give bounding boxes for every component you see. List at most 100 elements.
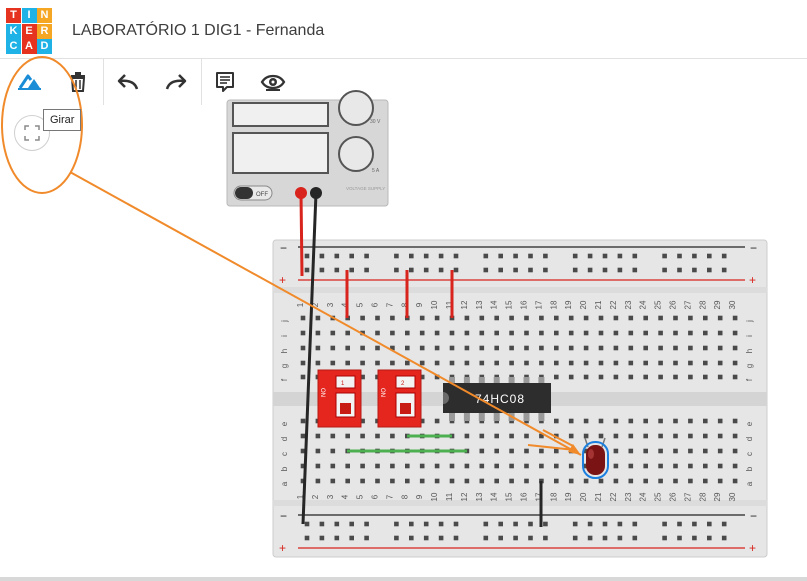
breadboard-hole[interactable] — [434, 478, 440, 484]
breadboard-hole[interactable] — [602, 267, 608, 273]
breadboard-hole[interactable] — [692, 267, 697, 273]
notes-button[interactable] — [205, 59, 245, 105]
breadboard-hole[interactable] — [304, 535, 310, 541]
breadboard-hole[interactable] — [688, 463, 693, 469]
breadboard-hole[interactable] — [554, 374, 559, 380]
breadboard-hole[interactable] — [304, 521, 310, 527]
breadboard-hole[interactable] — [494, 330, 499, 336]
breadboard-hole[interactable] — [643, 418, 648, 424]
breadboard-hole[interactable] — [587, 267, 593, 273]
breadboard-hole[interactable] — [390, 330, 395, 336]
current-knob[interactable] — [338, 136, 374, 172]
visibility-button[interactable] — [253, 59, 293, 105]
breadboard-hole[interactable] — [628, 478, 634, 484]
breadboard-hole[interactable] — [479, 463, 485, 469]
breadboard-hole[interactable] — [330, 448, 336, 454]
breadboard-hole[interactable] — [330, 433, 336, 439]
breadboard-hole[interactable] — [419, 478, 425, 484]
breadboard-hole[interactable] — [334, 253, 340, 259]
breadboard-hole[interactable] — [419, 315, 425, 321]
breadboard-hole[interactable] — [583, 315, 589, 321]
breadboard-hole[interactable] — [673, 418, 678, 424]
breadboard-hole[interactable] — [360, 478, 365, 484]
breadboard-hole[interactable] — [717, 315, 723, 321]
breadboard-hole[interactable] — [643, 433, 648, 439]
breadboard-hole[interactable] — [628, 418, 634, 424]
breadboard-hole[interactable] — [732, 374, 738, 380]
voltage-knob[interactable] — [338, 90, 374, 126]
breadboard-hole[interactable] — [375, 315, 380, 321]
breadboard-hole[interactable] — [539, 433, 544, 439]
breadboard-hole[interactable] — [494, 478, 499, 484]
breadboard-hole[interactable] — [300, 463, 306, 469]
breadboard-hole[interactable] — [304, 253, 310, 259]
breadboard-hole[interactable] — [628, 433, 634, 439]
breadboard-hole[interactable] — [703, 478, 708, 484]
breadboard-hole[interactable] — [717, 360, 723, 366]
undo-button[interactable] — [108, 59, 148, 105]
breadboard-hole[interactable] — [658, 478, 663, 484]
breadboard-hole[interactable] — [390, 315, 395, 321]
breadboard-hole[interactable] — [598, 433, 604, 439]
breadboard-hole[interactable] — [583, 448, 589, 454]
breadboard-hole[interactable] — [673, 345, 678, 351]
breadboard-hole[interactable] — [345, 463, 350, 469]
breadboard-hole[interactable] — [498, 267, 503, 273]
breadboard-hole[interactable] — [423, 267, 429, 273]
breadboard-hole[interactable] — [375, 433, 380, 439]
breadboard-hole[interactable] — [602, 521, 608, 527]
breadboard-hole[interactable] — [539, 463, 544, 469]
breadboard-hole[interactable] — [453, 253, 459, 259]
breadboard-hole[interactable] — [330, 330, 336, 336]
breadboard-hole[interactable] — [658, 448, 663, 454]
breadboard-hole[interactable] — [419, 374, 425, 380]
breadboard-hole[interactable] — [449, 478, 455, 484]
breadboard-hole[interactable] — [568, 478, 574, 484]
breadboard-hole[interactable] — [539, 330, 544, 336]
breadboard-hole[interactable] — [394, 535, 399, 541]
breadboard-hole[interactable] — [717, 448, 723, 454]
breadboard-hole[interactable] — [315, 330, 321, 336]
breadboard-hole[interactable] — [300, 360, 306, 366]
breadboard-hole[interactable] — [568, 360, 574, 366]
breadboard-hole[interactable] — [509, 330, 514, 336]
breadboard-hole[interactable] — [330, 463, 336, 469]
project-title[interactable]: LABORATÓRIO 1 DIG1 - Fernanda — [72, 22, 325, 39]
dip-switch-1[interactable]: ON 1 — [317, 369, 362, 428]
breadboard-hole[interactable] — [572, 253, 578, 259]
breadboard-hole[interactable] — [613, 478, 619, 484]
breadboard-hole[interactable] — [349, 521, 354, 527]
breadboard-hole[interactable] — [513, 535, 518, 541]
breadboard-hole[interactable] — [524, 478, 529, 484]
breadboard-hole[interactable] — [360, 345, 365, 351]
breadboard-hole[interactable] — [692, 253, 697, 259]
breadboard-hole[interactable] — [732, 315, 738, 321]
breadboard-hole[interactable] — [632, 535, 638, 541]
breadboard-hole[interactable] — [315, 433, 321, 439]
breadboard-hole[interactable] — [419, 345, 425, 351]
breadboard-hole[interactable] — [643, 315, 648, 321]
breadboard-hole[interactable] — [673, 433, 678, 439]
breadboard-hole[interactable] — [334, 535, 340, 541]
breadboard-hole[interactable] — [632, 253, 638, 259]
breadboard-hole[interactable] — [677, 253, 682, 259]
breadboard-hole[interactable] — [628, 374, 634, 380]
breadboard-hole[interactable] — [479, 360, 485, 366]
breadboard-hole[interactable] — [498, 253, 503, 259]
breadboard-hole[interactable] — [315, 478, 321, 484]
breadboard-hole[interactable] — [449, 330, 455, 336]
breadboard-hole[interactable] — [394, 521, 399, 527]
breadboard-hole[interactable] — [643, 463, 648, 469]
breadboard-hole[interactable] — [628, 360, 634, 366]
breadboard-hole[interactable] — [409, 267, 414, 273]
breadboard-hole[interactable] — [345, 478, 350, 484]
breadboard-hole[interactable] — [390, 433, 395, 439]
breadboard-hole[interactable] — [658, 330, 663, 336]
breadboard-hole[interactable] — [509, 478, 514, 484]
breadboard-hole[interactable] — [643, 374, 648, 380]
breadboard-hole[interactable] — [423, 535, 429, 541]
breadboard-hole[interactable] — [732, 345, 738, 351]
breadboard-hole[interactable] — [453, 521, 459, 527]
